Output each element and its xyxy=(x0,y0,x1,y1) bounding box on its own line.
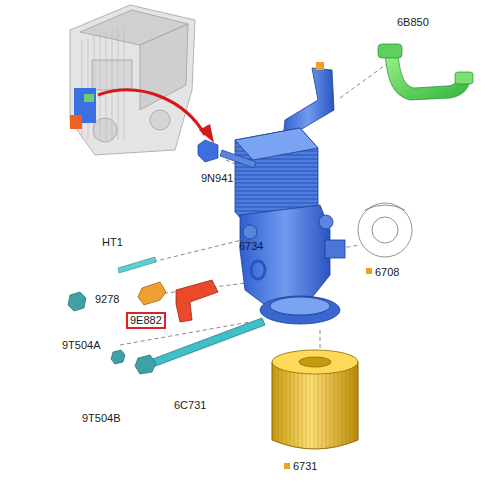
callout-number: 9N941 xyxy=(201,172,233,185)
callout-number: 9T504A xyxy=(62,339,101,352)
highlight-box: 9E882 xyxy=(126,312,166,329)
callout-number: 9E882 xyxy=(130,314,162,327)
callout-number: 6B850 xyxy=(397,16,429,29)
callout-number: 6731 xyxy=(293,460,317,473)
callout-number: 6708 xyxy=(375,266,399,279)
callout-number: 9T504B xyxy=(82,412,121,425)
callout-number: 6C731 xyxy=(174,399,206,412)
callout-number: HT1 xyxy=(102,236,123,249)
callout-number: 6734 xyxy=(239,240,263,253)
callout-number: 9278 xyxy=(95,293,119,306)
